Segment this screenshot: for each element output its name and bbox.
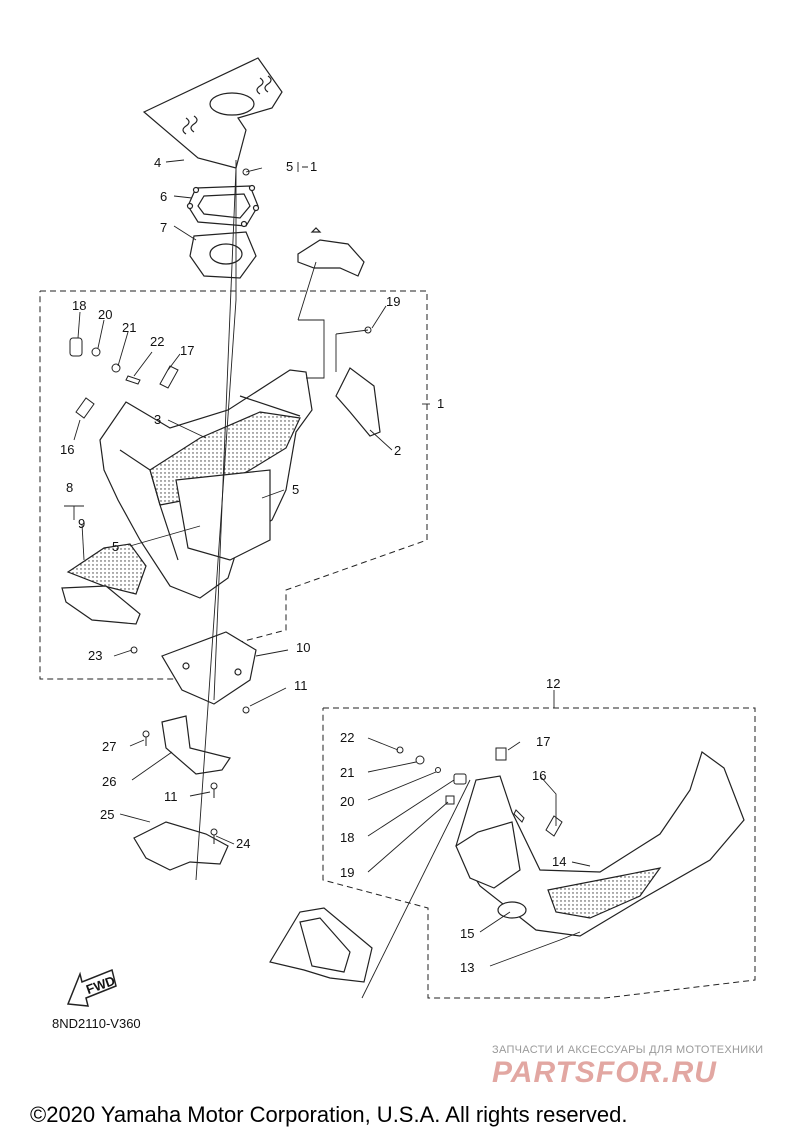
callout-5c: 5 bbox=[112, 539, 119, 554]
callout-7: 7 bbox=[160, 220, 167, 235]
watermark-tagline: ЗАПЧАСТИ И АКСЕССУАРЫ ДЛЯ МОТОТЕХНИКИ bbox=[492, 1044, 764, 1056]
lower-left-frame bbox=[269, 907, 373, 983]
part-10-bracket-panel bbox=[161, 631, 257, 705]
callout-numbers: 4 5 1 6 7 18 20 21 22 17 19 1 3 2 16 5 8… bbox=[60, 155, 566, 975]
callout-24: 24 bbox=[236, 836, 250, 851]
callout-2: 2 bbox=[394, 443, 401, 458]
callout-26: 26 bbox=[102, 774, 116, 789]
callout-15: 15 bbox=[460, 926, 474, 941]
copyright-notice: ©2020 Yamaha Motor Corporation, U.S.A. A… bbox=[30, 1102, 628, 1127]
part-7-plate bbox=[189, 231, 257, 279]
part-8-9-lower-panel bbox=[61, 543, 147, 625]
callout-19: 19 bbox=[386, 294, 400, 309]
leader-lines bbox=[64, 159, 591, 999]
callout-1b: 1 bbox=[437, 396, 444, 411]
callout-3: 3 bbox=[154, 412, 161, 427]
callout-9: 9 bbox=[78, 516, 85, 531]
part-2-side-cover bbox=[335, 367, 381, 437]
callout-5b: 5 bbox=[292, 482, 299, 497]
small-fasteners bbox=[130, 646, 250, 844]
callout-22: 22 bbox=[150, 334, 164, 349]
part-26-bracket bbox=[161, 715, 231, 775]
callout-12: 12 bbox=[546, 676, 560, 691]
callout-6: 6 bbox=[160, 189, 167, 204]
upper-hardware-set bbox=[69, 326, 372, 419]
part-13-14-under-cover bbox=[455, 751, 745, 937]
part-6-gasket bbox=[186, 184, 260, 228]
callout-16b: 16 bbox=[532, 768, 546, 783]
callout-21: 21 bbox=[122, 320, 136, 335]
callout-18b: 18 bbox=[340, 830, 354, 845]
callout-21b: 21 bbox=[340, 765, 354, 780]
callout-8: 8 bbox=[66, 480, 73, 495]
part-25-panel bbox=[133, 821, 229, 871]
part-3-front-panel bbox=[99, 369, 313, 599]
callout-13: 13 bbox=[460, 960, 474, 975]
bracket-upper bbox=[297, 227, 365, 277]
callout-22b: 22 bbox=[340, 730, 354, 745]
callout-1: 1 bbox=[310, 159, 317, 174]
group-box-lower bbox=[322, 707, 756, 999]
callout-4: 4 bbox=[154, 155, 161, 170]
callout-17b: 17 bbox=[536, 734, 550, 749]
callout-19b: 19 bbox=[340, 865, 354, 880]
callout-5: 5 bbox=[286, 159, 293, 174]
group-box-upper bbox=[39, 290, 428, 680]
callout-16: 16 bbox=[60, 442, 74, 457]
callout-18: 18 bbox=[72, 298, 86, 313]
fwd-arrow-icon: FWD bbox=[66, 968, 117, 1007]
watermark-logo: PARTSFOR.RU bbox=[492, 1056, 717, 1089]
callout-20b: 20 bbox=[340, 794, 354, 809]
callout-25: 25 bbox=[100, 807, 114, 822]
callout-27: 27 bbox=[102, 739, 116, 754]
part-4-cover-panel bbox=[142, 57, 283, 169]
callout-11b: 11 bbox=[164, 789, 178, 804]
fwd-label: FWD bbox=[84, 973, 117, 997]
callout-14: 14 bbox=[552, 854, 566, 869]
callout-20: 20 bbox=[98, 307, 112, 322]
callout-17: 17 bbox=[180, 343, 194, 358]
callout-23: 23 bbox=[88, 648, 102, 663]
callout-11: 11 bbox=[294, 678, 308, 693]
callout-10: 10 bbox=[296, 640, 310, 655]
diagram-code: 8ND2110-V360 bbox=[52, 1016, 141, 1031]
lower-hardware-set bbox=[396, 746, 563, 837]
